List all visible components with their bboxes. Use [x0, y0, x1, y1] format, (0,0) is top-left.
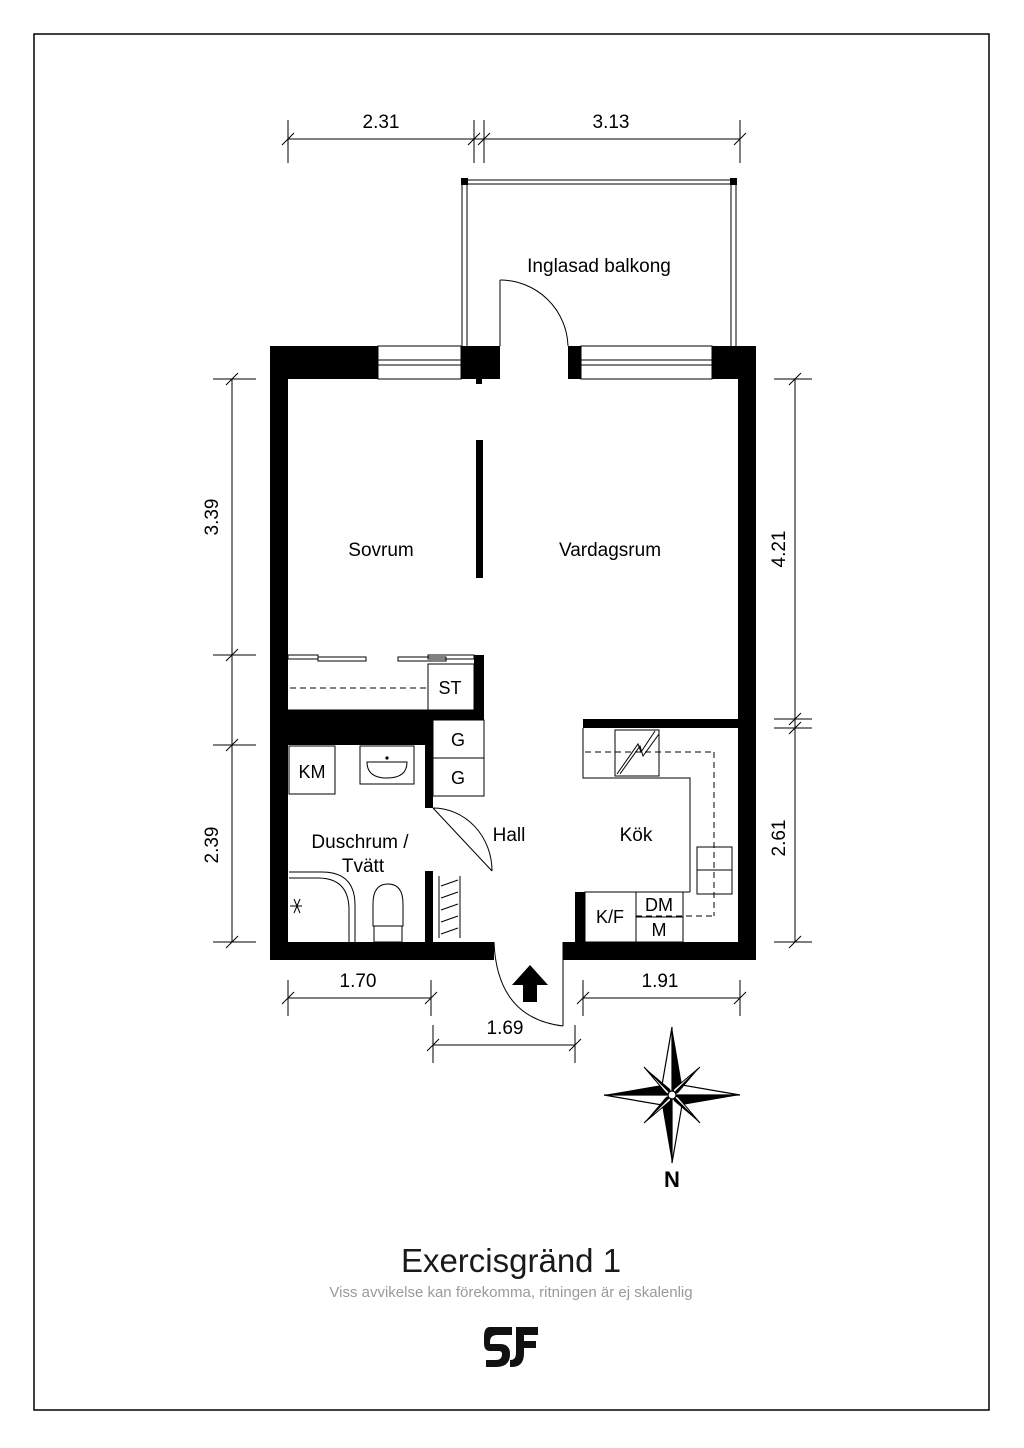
label-balcony: Inglasad balkong — [527, 256, 671, 277]
dim-bottom-center: 1.69 — [487, 1018, 524, 1039]
page-title: Exercisgränd 1 — [401, 1242, 621, 1279]
dim-bottom-right: 1.91 — [642, 971, 679, 992]
dim-left-lower: 2.39 — [202, 827, 223, 864]
label-bedroom: Sovrum — [348, 540, 413, 561]
label-wardrobe-bottom: G — [451, 768, 465, 788]
label-dishwasher: DM — [645, 895, 673, 915]
dim-top-left: 2.31 — [363, 112, 400, 133]
dim-right-upper: 4.21 — [769, 531, 790, 568]
entrance-arrow-icon — [512, 965, 548, 1002]
disclaimer: Viss avvikelse kan förekomma, ritningen … — [329, 1284, 692, 1301]
dim-left-upper: 3.39 — [202, 499, 223, 536]
sf-logo-icon — [484, 1327, 538, 1367]
label-fridge-freezer: K/F — [596, 907, 624, 927]
label-kitchen: Kök — [620, 825, 653, 846]
bathroom-fixtures — [288, 745, 493, 943]
bedroom-closet — [287, 654, 475, 711]
hall-details — [438, 876, 564, 1027]
kitchen-fixtures — [582, 728, 733, 943]
dimension-lines — [213, 120, 812, 1063]
balcony — [461, 178, 737, 347]
compass-rose-icon — [603, 1026, 741, 1164]
label-washer: KM — [299, 762, 326, 782]
compass-north-label: N — [664, 1167, 680, 1192]
dim-right-lower: 2.61 — [769, 820, 790, 857]
page-frame — [33, 33, 990, 1411]
dim-bottom-left: 1.70 — [340, 971, 377, 992]
dim-top-right: 3.13 — [593, 112, 630, 133]
walls — [270, 346, 756, 960]
label-wardrobe-top: G — [451, 730, 465, 750]
windows — [377, 345, 713, 380]
label-hall: Hall — [493, 825, 526, 846]
label-microwave: M — [652, 920, 667, 940]
hall-wardrobes — [432, 719, 485, 797]
label-living-room: Vardagsrum — [559, 540, 661, 561]
label-bathroom-line1: Duschrum / — [311, 832, 409, 853]
label-bathroom-line2: Tvätt — [342, 856, 385, 877]
label-storage: ST — [438, 678, 461, 698]
